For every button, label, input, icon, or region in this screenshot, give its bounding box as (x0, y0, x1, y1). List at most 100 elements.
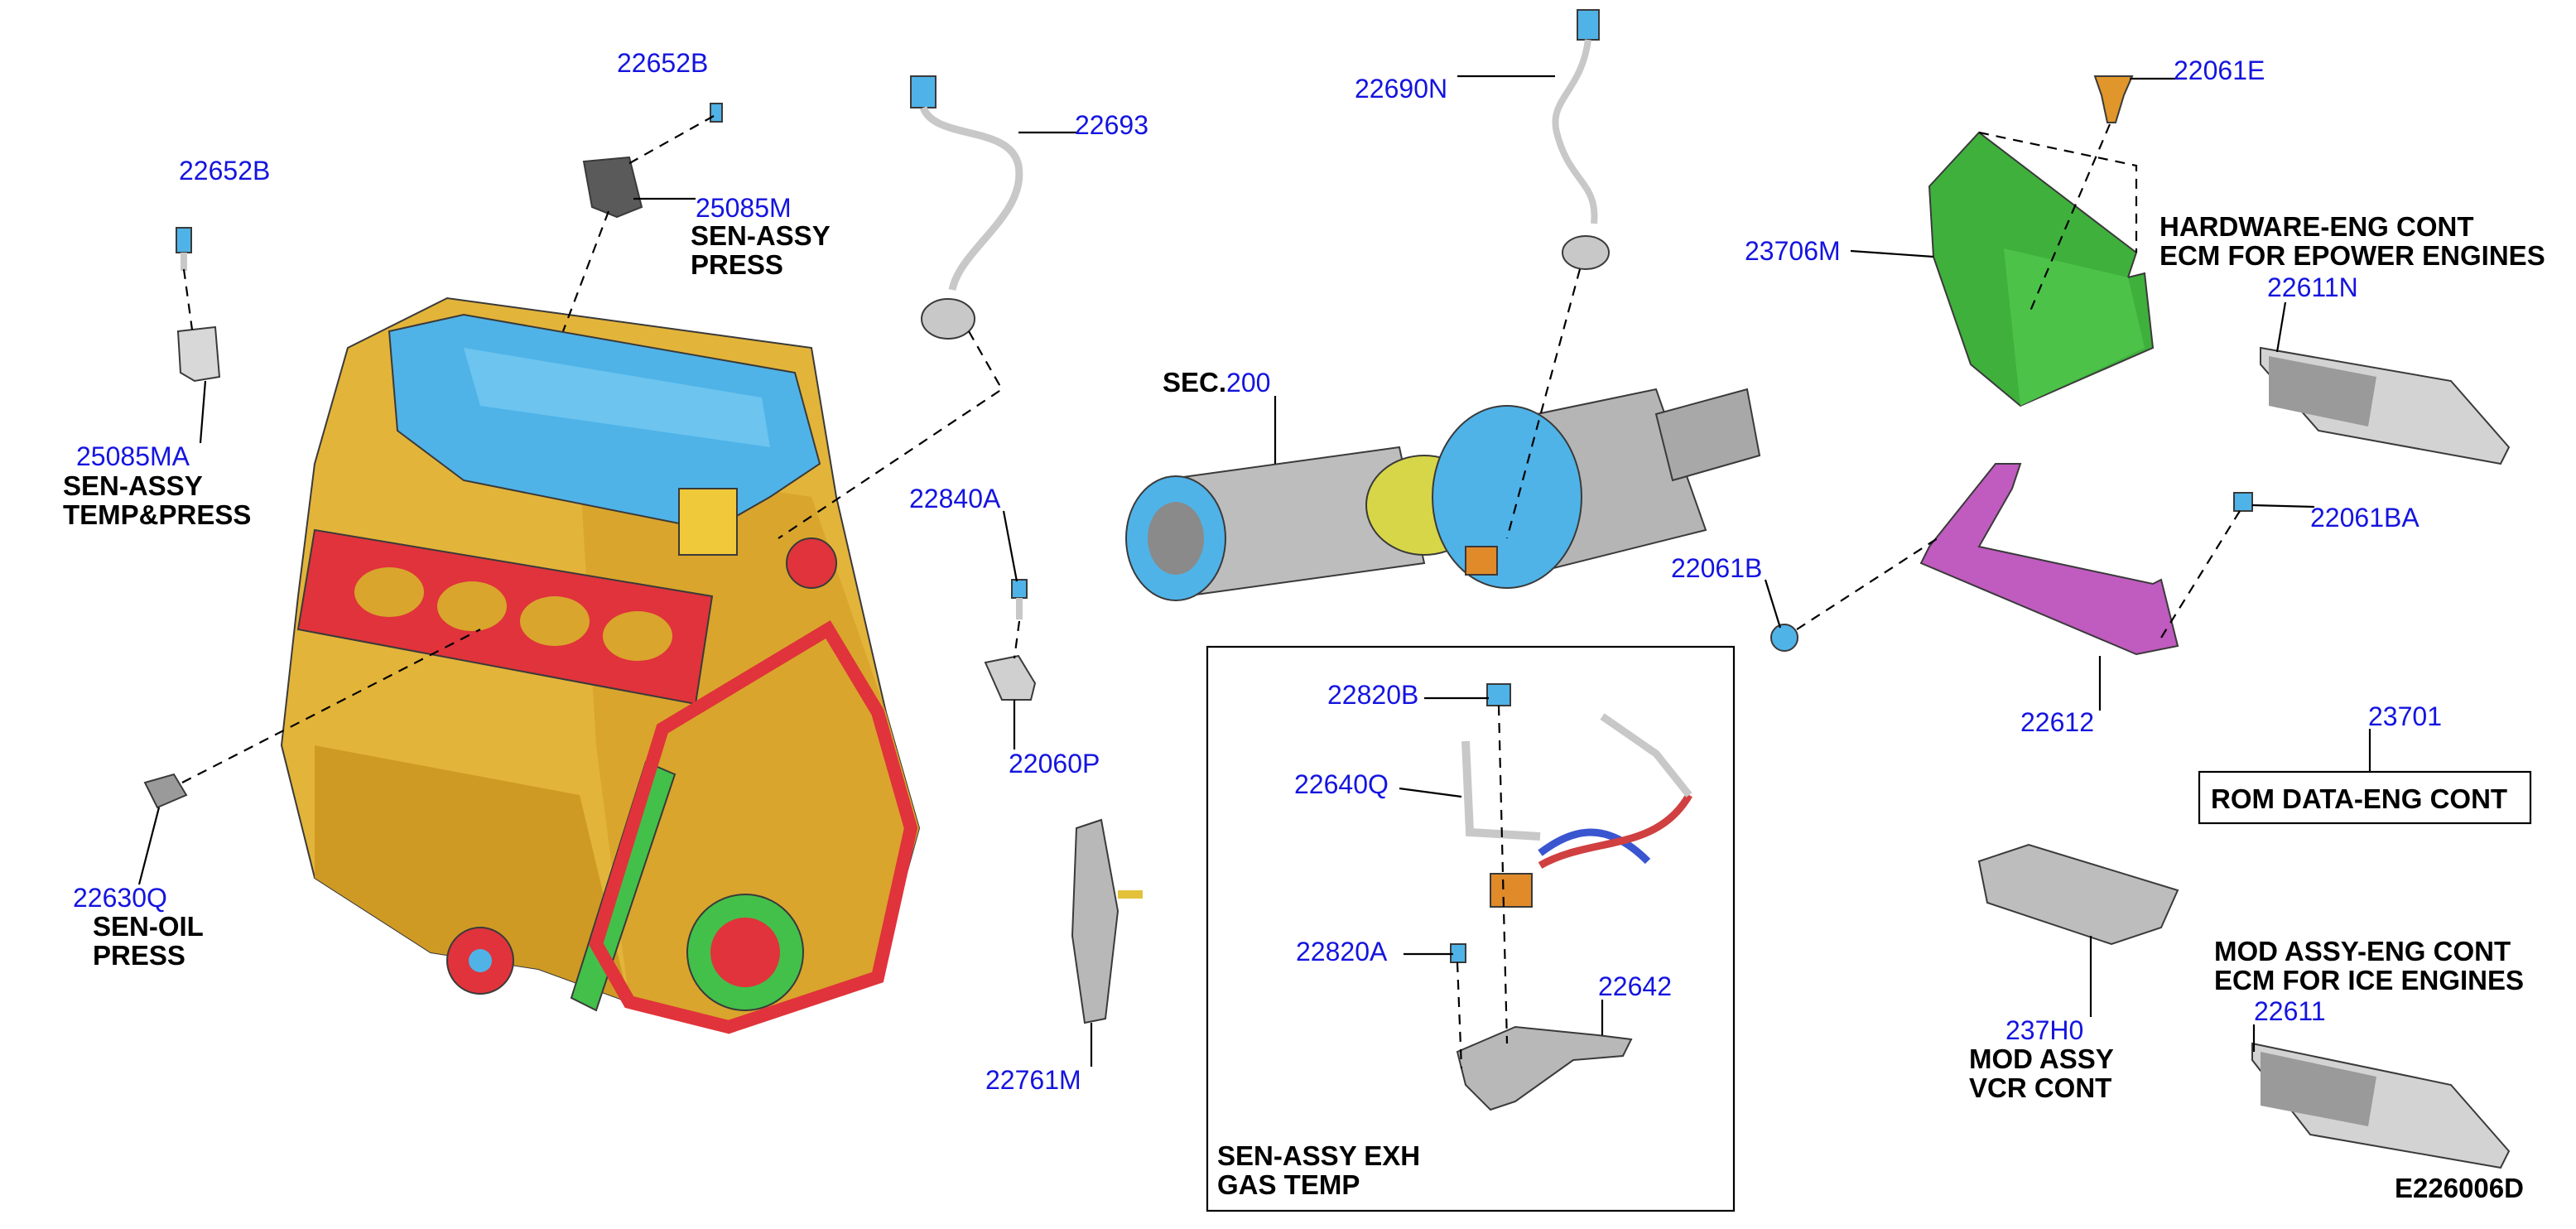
leader-22611n (2275, 301, 2287, 353)
desc-mod-vcr-line2: VCR CONT (1969, 1072, 2111, 1103)
label-22611[interactable]: 22611 (2254, 996, 2326, 1026)
label-22060p[interactable]: 22060P (1009, 749, 1100, 778)
bracket-23706m-face (2004, 248, 2145, 406)
dash-22840a-to-22060p (1013, 620, 1021, 659)
bolt-22061e (2093, 75, 2134, 123)
desc-hardware-line2: ECM FOR EPOWER ENGINES (2160, 240, 2545, 271)
front-cover-outline (589, 620, 918, 1034)
label-23701[interactable]: 23701 (2368, 701, 2442, 731)
bolt-22840a-shank (1016, 598, 1023, 619)
label-22642[interactable]: 22642 (1598, 971, 1672, 1001)
label-22640q[interactable]: 22640Q (1294, 769, 1389, 799)
leader-22061ba (2251, 504, 2315, 508)
dash-22820b-down (1497, 705, 1509, 1044)
label-22820a[interactable]: 22820A (1296, 937, 1388, 966)
intake-port-1 (354, 567, 424, 617)
dash-22690n-to-converter (1505, 268, 1582, 539)
leader-lines (137, 75, 2371, 1067)
intake-port-4 (603, 611, 672, 661)
label-22611n[interactable]: 22611N (2267, 272, 2358, 302)
label-22061b[interactable]: 22061B (1671, 553, 1762, 583)
label-25085ma[interactable]: 25085MA (76, 441, 190, 471)
exh-gas-temp-box (1206, 645, 1736, 1212)
desc-sen-oil-press-line2: PRESS (93, 940, 185, 971)
dash-22061ba-to-22612 (2160, 510, 2241, 639)
side-port-blue (469, 949, 492, 972)
engine-block-lower-face (315, 745, 629, 1002)
dash-bracket-outline (1978, 131, 2138, 253)
bolt-22652b-left (176, 227, 192, 253)
ecm-22611n-connector (2269, 356, 2376, 427)
label-237h0[interactable]: 237H0 (2005, 1015, 2083, 1045)
sensor-22693-connector (910, 75, 937, 108)
outlet-boss (1465, 546, 1498, 576)
dash-22630q-to-engine (181, 629, 481, 783)
label-sec-prefix: SEC.200 (1163, 367, 1270, 398)
sensor-22060p (984, 654, 1037, 701)
inlet-bore (1148, 502, 1204, 575)
intake-port-2 (437, 581, 507, 631)
label-22652b-top[interactable]: 22652B (617, 48, 708, 78)
desc-mod-vcr-line1: MOD ASSY (1969, 1043, 2114, 1074)
leader-23706m (1850, 249, 1934, 258)
label-22061ba[interactable]: 22061BA (2310, 503, 2420, 533)
leader-22640q (1399, 787, 1462, 798)
desc-sen-temp-press-line1: SEN-ASSY (63, 470, 203, 501)
desc-hardware-line1: HARDWARE-ENG CONT (2160, 211, 2473, 242)
ecm-22611-connector (2261, 1052, 2376, 1126)
label-23706m[interactable]: 23706M (1745, 236, 1841, 266)
dash-25085m-to-engine (561, 210, 610, 332)
leader-22840a (1002, 510, 1018, 582)
sensor-22693-wire (919, 105, 1023, 292)
desc-sen-temp-press-line2: TEMP&PRESS (63, 499, 251, 530)
label-22612[interactable]: 22612 (2020, 707, 2094, 737)
leader-22061b (1764, 579, 1782, 629)
outlet-pipe (1654, 388, 1761, 482)
bracket-22642 (1456, 1025, 1633, 1111)
label-22061e[interactable]: 22061E (2174, 55, 2265, 85)
module-237h0 (1977, 843, 2179, 946)
small-parts (143, 9, 2511, 1169)
exhaust-flange (786, 537, 837, 589)
label-22693[interactable]: 22693 (1075, 110, 1148, 140)
nut-22820b (1486, 683, 1511, 706)
desc-mod-ice-line1: MOD ASSY-ENG CONT (2214, 936, 2511, 966)
desc-sen-assy-press-line2: PRESS (691, 249, 783, 280)
bolt-22061ba (2233, 492, 2253, 512)
part-number-labels: 22652B 22652B 25085M 25085MA 22693 22690… (73, 48, 2442, 1095)
label-22630q[interactable]: 22630Q (73, 883, 167, 913)
leader-25085ma (199, 380, 207, 444)
sensor-22690n-connector (1577, 9, 1600, 41)
desc-sen-oil-press-line1: SEN-OIL (93, 911, 204, 942)
desc-exh-temp-line1: SEN-ASSY EXH (1217, 1140, 1420, 1171)
intake-port-3 (520, 596, 590, 646)
sensor-22640q-wire-red (1538, 793, 1692, 869)
exh-temp-sensor-parts (1450, 683, 1692, 1111)
desc-sen-assy-press-line1: SEN-ASSY (691, 220, 831, 251)
dash-22061b-to-22612 (1796, 537, 1938, 630)
dash-22820a-down (1456, 962, 1463, 1069)
label-22820b[interactable]: 22820B (1327, 680, 1418, 710)
sensor-25085m (582, 156, 643, 219)
crank-seal-red (710, 918, 780, 987)
bolt-22652b-top (710, 103, 723, 123)
sensor-22640q-connector (1490, 873, 1533, 908)
bolt-22652b-left-shank (181, 253, 187, 271)
label-25085m[interactable]: 25085M (696, 193, 792, 223)
valve-cover-ridge (464, 348, 770, 447)
bracket-22761m (1071, 818, 1119, 1024)
assembly-dashed-lines (181, 115, 2241, 1069)
label-22761m[interactable]: 22761M (985, 1065, 1081, 1095)
sensor-22690n-wire (1552, 39, 1598, 224)
bracket-22761m-stud (1118, 890, 1143, 899)
sensor-22640q-wire-blue (1538, 828, 1651, 865)
label-sec-number[interactable]: 200 (1226, 368, 1270, 398)
leader-22630q (137, 807, 161, 885)
label-22652b-left[interactable]: 22652B (179, 156, 270, 186)
engine-block-illustration (280, 296, 921, 1034)
dash-22652b-left-down (182, 268, 194, 330)
label-22690n[interactable]: 22690N (1355, 74, 1447, 104)
sensor-25085ma (176, 325, 221, 383)
label-22840a[interactable]: 22840A (909, 484, 1001, 513)
